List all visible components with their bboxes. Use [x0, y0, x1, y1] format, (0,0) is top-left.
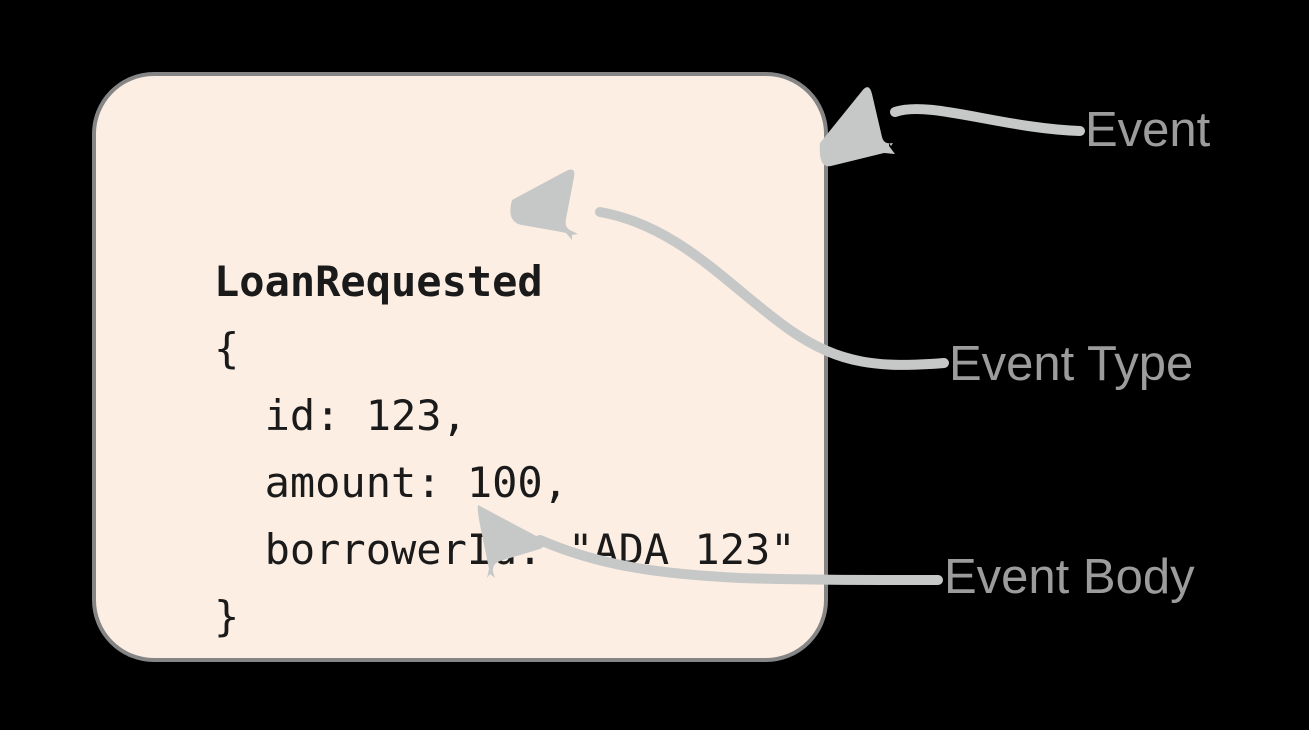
- event-type-text: LoanRequested: [214, 257, 543, 306]
- event-body-line-id: id: 123,: [214, 391, 467, 440]
- event-body-line-open: {: [214, 324, 240, 373]
- event-arrow: [819, 87, 1085, 167]
- event-body-line-borrowerid: borrowerId: "ADA_123": [214, 525, 796, 574]
- annotation-label-event-type: Event Type: [949, 337, 1194, 391]
- annotation-label-event: Event: [1085, 103, 1211, 157]
- event-code-block: LoanRequested { id: 123, amount: 100, bo…: [214, 248, 914, 650]
- event-body-line-close: }: [214, 592, 240, 641]
- event-body-line-amount: amount: 100,: [214, 458, 569, 507]
- event-arrow-line: [890, 104, 1085, 136]
- annotation-label-event-body: Event Body: [944, 550, 1195, 604]
- event-card: LoanRequested { id: 123, amount: 100, bo…: [92, 72, 828, 662]
- event-arrow-head-icon: [819, 87, 895, 167]
